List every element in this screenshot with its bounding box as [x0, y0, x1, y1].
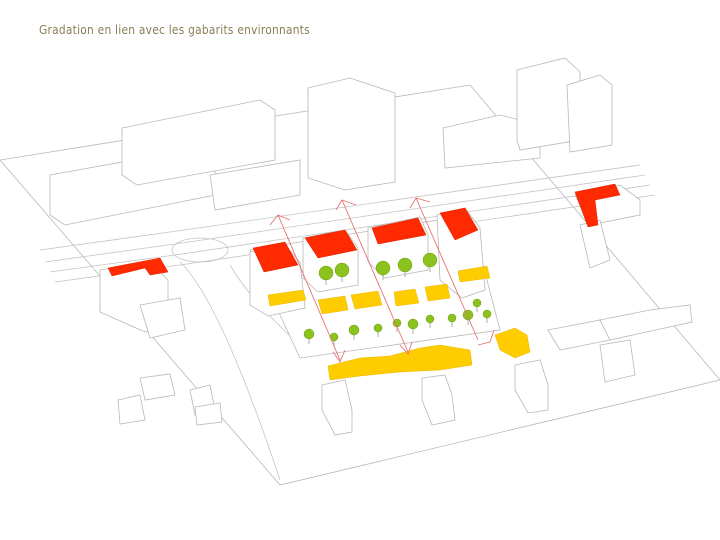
main-road [39, 164, 656, 481]
context-buildings [49, 57, 641, 339]
mid-height-buildings [267, 265, 531, 381]
houses [117, 304, 693, 436]
tree [375, 260, 391, 280]
tree [472, 298, 482, 312]
tree [425, 314, 435, 328]
tree [407, 318, 419, 334]
gradation-arrows [269, 197, 495, 363]
tree [303, 328, 315, 344]
tree [348, 324, 360, 340]
trees [303, 252, 492, 346]
tree [482, 309, 492, 323]
tree [373, 323, 383, 337]
tree [447, 313, 457, 327]
tree [334, 262, 350, 282]
diagram-title: Gradation en lien avec les gabarits envi… [39, 22, 310, 37]
red-building-west [107, 257, 169, 277]
red-building-east [574, 183, 621, 228]
tree [397, 257, 413, 277]
tree [422, 252, 438, 272]
tree [318, 265, 334, 285]
